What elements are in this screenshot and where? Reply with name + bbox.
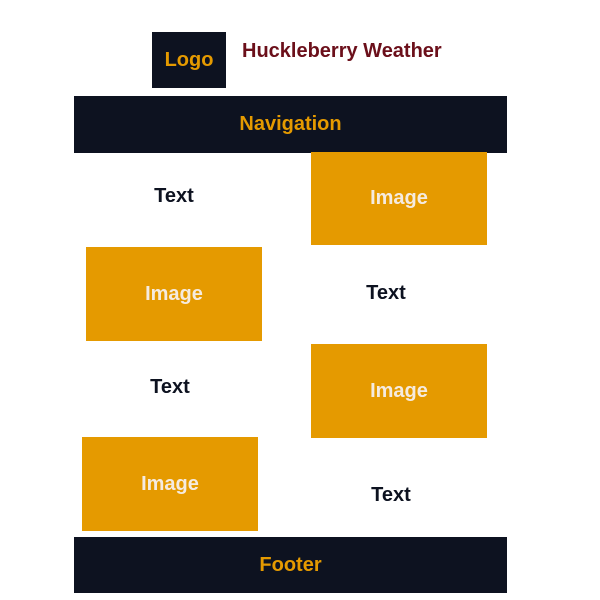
text-block-2: Text [336, 277, 436, 309]
image-placeholder-2: Image [86, 247, 262, 341]
text-block-3: Text [120, 371, 220, 403]
image-placeholder-label: Image [141, 472, 199, 495]
image-placeholder-label: Image [145, 282, 203, 305]
text-block-label: Text [366, 281, 406, 304]
text-block-1: Text [124, 180, 224, 212]
site-title: Huckleberry Weather [242, 40, 442, 62]
footer-label: Footer [259, 553, 322, 576]
text-block-label: Text [154, 184, 194, 207]
logo-label: Logo [164, 48, 214, 71]
footer-bar[interactable]: Footer [74, 537, 507, 593]
navigation-label: Navigation [239, 113, 342, 135]
image-placeholder-label: Image [370, 379, 428, 402]
text-block-label: Text [371, 483, 411, 506]
text-block-4: Text [341, 479, 441, 511]
navigation-bar[interactable]: Navigation [74, 96, 507, 153]
image-placeholder-1: Image [311, 152, 487, 245]
image-placeholder-3: Image [311, 344, 487, 438]
image-placeholder-label: Image [370, 187, 428, 209]
logo-placeholder[interactable]: Logo [152, 32, 226, 88]
image-placeholder-4: Image [82, 437, 258, 531]
text-block-label: Text [150, 375, 190, 398]
